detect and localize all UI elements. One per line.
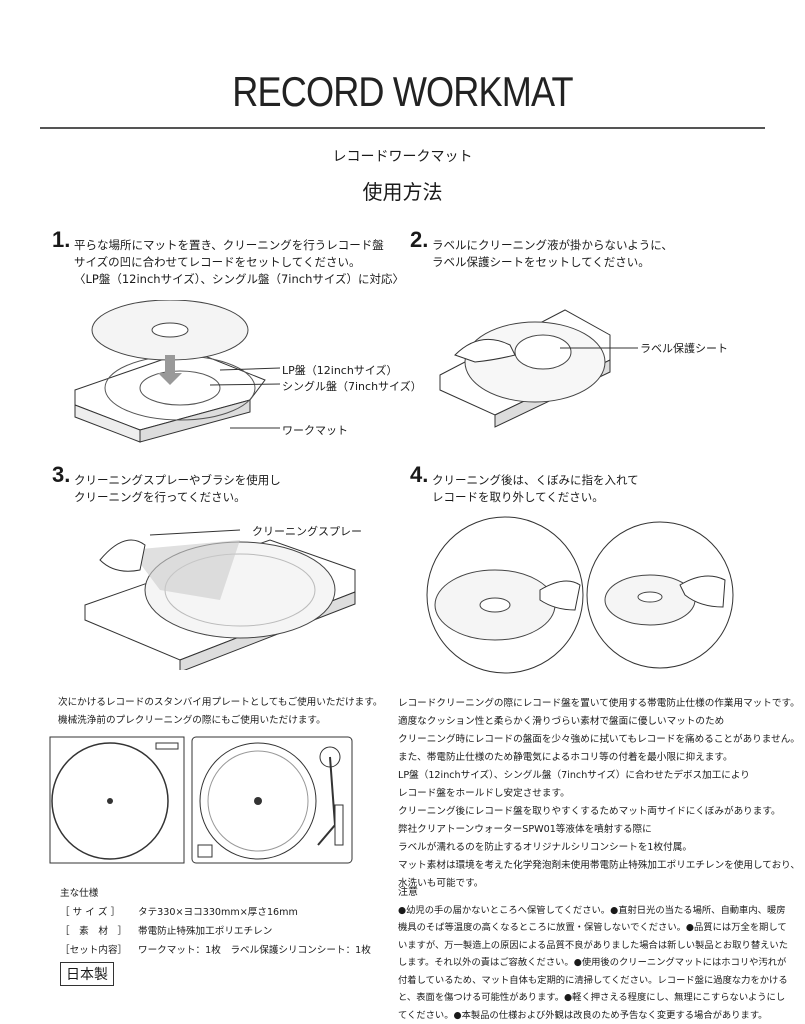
text-line: また、帯電防止仕様のため静電気によるホコリ等の付着を最小限に抑えます。 bbox=[398, 749, 800, 767]
text-line: レコードクリーニングの際にレコード盤を置いて使用する帯電防止仕様の作業用マットで… bbox=[398, 695, 800, 713]
standby-mat-illustration bbox=[48, 735, 186, 865]
callout-line bbox=[560, 340, 640, 360]
callout-lines bbox=[180, 360, 280, 435]
caution-heading: 注意 bbox=[398, 884, 793, 902]
step-text: 〈LP盤（12inchサイズ）、シングル盤（7inchサイズ）に対応〉 bbox=[74, 271, 404, 288]
text-line: LP盤（12inchサイズ）、シングル盤（7inchサイズ）に合わせたデボス加工… bbox=[398, 767, 800, 785]
step-text: 平らな場所にマットを置き、クリーニングを行うレコード盤 bbox=[74, 237, 404, 254]
text-line: 機械洗浄前のプレクリーニングの際にもご使用いただけます。 bbox=[58, 712, 382, 730]
spec-value: 帯電防止特殊加工ポリエチレン bbox=[138, 926, 272, 937]
step-4-illustration-a bbox=[425, 515, 585, 675]
step-text: クリーニング後は、くぼみに指を入れて bbox=[432, 472, 639, 489]
step-number: 3. bbox=[52, 466, 70, 483]
label-single: シングル盤（7inchサイズ） bbox=[282, 378, 422, 394]
label-workmat: ワークマット bbox=[282, 422, 348, 438]
spec-key: ［セット内容］ bbox=[60, 941, 138, 960]
step-1: 1. 平らな場所にマットを置き、クリーニングを行うレコード盤 サイズの凹に合わせ… bbox=[74, 237, 404, 288]
title-divider bbox=[40, 127, 765, 129]
step-number: 2. bbox=[410, 231, 428, 248]
spec-row: ［セット内容］ワークマット：1枚 ラベル保護シリコンシート：1枚 bbox=[60, 941, 371, 960]
standby-text: 次にかけるレコードのスタンバイ用プレートとしてもご使用いただけます。 機械洗浄前… bbox=[58, 694, 382, 730]
step-text: ラベルにクリーニング液が掛からないように、 bbox=[432, 237, 673, 254]
step-3: 3. クリーニングスプレーやブラシを使用し クリーニングを行ってください。 bbox=[74, 472, 281, 506]
step-text: サイズの凹に合わせてレコードをセットしてください。 bbox=[74, 254, 404, 271]
text-line: クリーニング時にレコードの盤面を少々強めに拭いてもレコードを痛めることがありませ… bbox=[398, 731, 800, 749]
text-line: 次にかけるレコードのスタンバイ用プレートとしてもご使用いただけます。 bbox=[58, 694, 382, 712]
step-number: 4. bbox=[410, 466, 428, 483]
product-name: レコードワークマット bbox=[0, 146, 805, 166]
step-3-illustration bbox=[70, 520, 360, 670]
step-text: ラベル保護シートをセットしてください。 bbox=[432, 254, 673, 271]
spec-key: ［ 素 材 ］ bbox=[60, 922, 138, 941]
spec-value: タテ330×ヨコ330mm×厚さ16mm bbox=[138, 907, 298, 918]
spec-value: ワークマット：1枚 ラベル保護シリコンシート：1枚 bbox=[138, 945, 371, 956]
step-number: 1. bbox=[52, 231, 70, 248]
caution: 注意 ●幼児の手の届かないところへ保管してください。●直射日光の当たる場所、自動… bbox=[398, 884, 793, 1024]
text-line: 弊社クリアトーンウォーターSPW01等液体を噴射する際に bbox=[398, 821, 800, 839]
text-line: クリーニング後にレコード盤を取りやすくするためマット両サイドにくぼみがあります。 bbox=[398, 803, 800, 821]
label-protect-sheet: ラベル保護シート bbox=[640, 340, 728, 356]
text-line: 適度なクッション性と柔らかく滑りづらい素材で盤面に優しいマットのため bbox=[398, 713, 800, 731]
spec-row: ［ サ イ ズ ］タテ330×ヨコ330mm×厚さ16mm bbox=[60, 903, 371, 922]
spec-key: ［ サ イ ズ ］ bbox=[60, 903, 138, 922]
step-2-illustration bbox=[435, 300, 615, 430]
product-description: レコードクリーニングの際にレコード盤を置いて使用する帯電防止仕様の作業用マットで… bbox=[398, 695, 800, 893]
specs: 主な仕様 ［ サ イ ズ ］タテ330×ヨコ330mm×厚さ16mm ［ 素 材… bbox=[60, 884, 371, 960]
made-in-japan-badge: 日本製 bbox=[60, 962, 114, 986]
label-spray: クリーニングスプレー bbox=[252, 523, 362, 539]
spec-row: ［ 素 材 ］帯電防止特殊加工ポリエチレン bbox=[60, 922, 371, 941]
turntable-illustration bbox=[190, 735, 355, 865]
step-4: 4. クリーニング後は、くぼみに指を入れて レコードを取り外してください。 bbox=[432, 472, 639, 506]
caution-text: ●幼児の手の届かないところへ保管してください。●直射日光の当たる場所、自動車内、… bbox=[398, 902, 793, 1024]
step-4-illustration-b bbox=[585, 515, 735, 675]
text-line: ラベルが濡れるのを防止するオリジナルシリコンシートを1枚付属。 bbox=[398, 839, 800, 857]
step-text: クリーニングを行ってください。 bbox=[74, 489, 281, 506]
section-heading: 使用方法 bbox=[0, 176, 805, 205]
step-2: 2. ラベルにクリーニング液が掛からないように、 ラベル保護シートをセットしてく… bbox=[432, 237, 673, 271]
label-lp: LP盤（12inchサイズ） bbox=[282, 362, 397, 378]
text-line: マット素材は環境を考えた化学発泡剤未使用帯電防止特殊加工ポリエチレンを使用してお… bbox=[398, 857, 800, 875]
page-title: RECORD WORKMAT bbox=[56, 68, 748, 116]
step-text: レコードを取り外してください。 bbox=[432, 489, 639, 506]
text-line: レコード盤をホールドし安定させます。 bbox=[398, 785, 800, 803]
specs-heading: 主な仕様 bbox=[60, 884, 371, 903]
step-text: クリーニングスプレーやブラシを使用し bbox=[74, 472, 281, 489]
